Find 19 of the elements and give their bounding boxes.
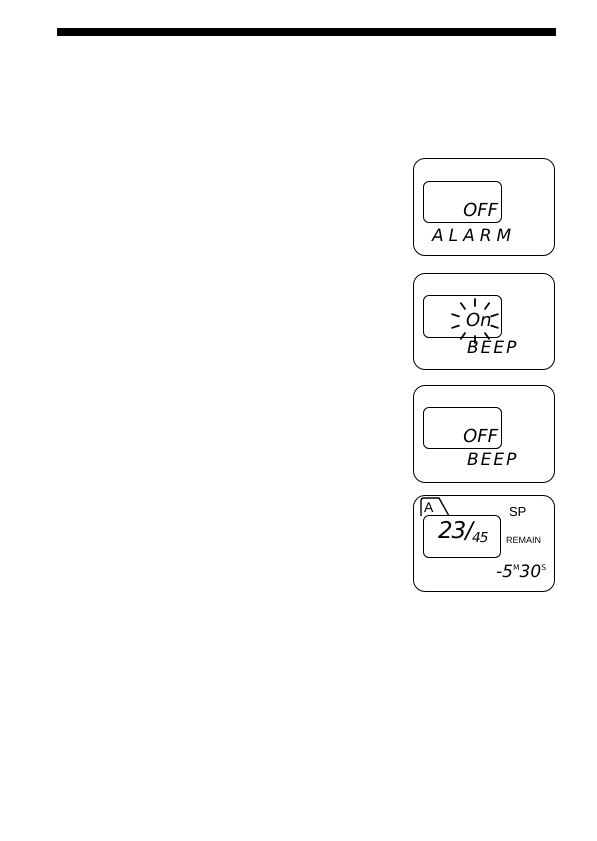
lcd-readout-frame <box>423 515 501 558</box>
lcd-display-panel <box>413 385 555 483</box>
lcd-text: OFF <box>463 202 498 220</box>
indicator-text: REMAIN <box>506 536 542 545</box>
lcd-text: On <box>466 312 492 330</box>
lcd-text: OFF <box>463 428 498 446</box>
lcd-readout-frame <box>423 181 502 223</box>
tab-marker <box>420 497 450 516</box>
lcd-text: ALARM <box>432 228 516 245</box>
lcd-text: -5$^{M}$30$^{S}$ <box>496 564 546 581</box>
lcd-readout-frame <box>423 407 502 449</box>
lcd-text: BEEP <box>467 340 518 357</box>
tab-text: A <box>424 500 434 514</box>
indicator-text: SP <box>509 505 526 518</box>
lcd-text: BEEP <box>467 452 518 469</box>
lcd-text: 23/$_{45}$ <box>438 520 488 543</box>
lcd-display-panel <box>413 158 555 256</box>
lcd-display-panel <box>413 273 555 370</box>
lcd-display-panel <box>413 495 555 592</box>
